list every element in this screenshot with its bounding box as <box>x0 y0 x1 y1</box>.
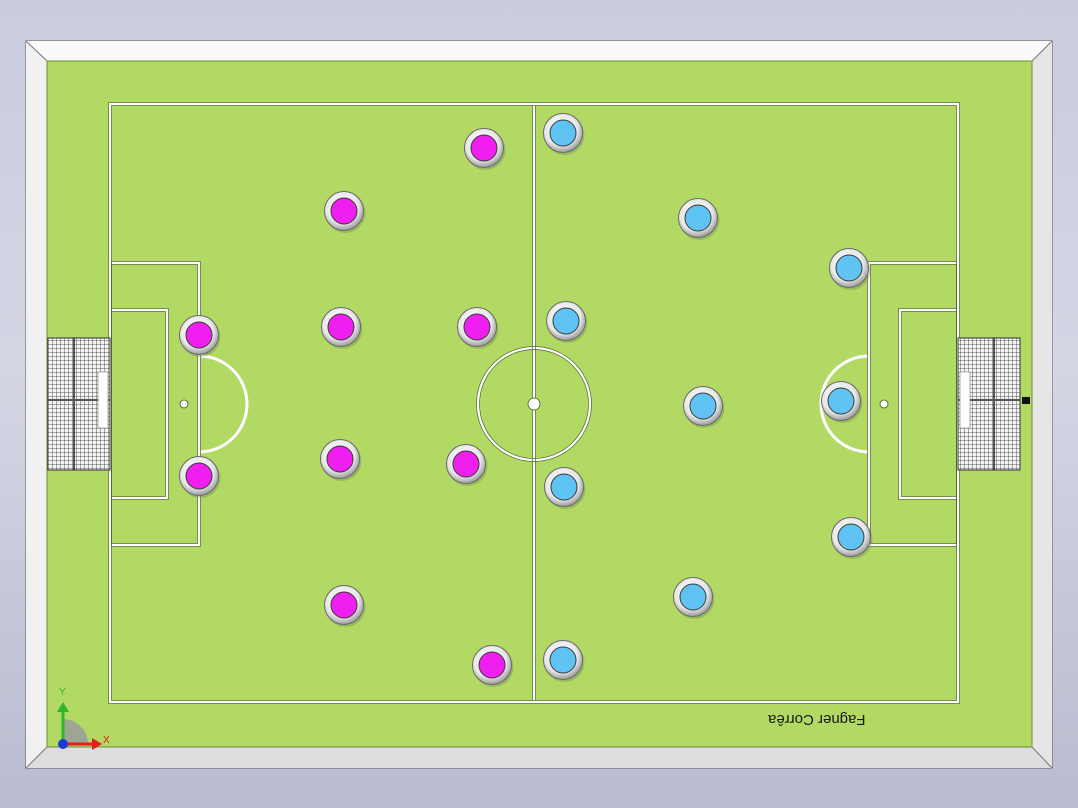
team-left-players <box>179 128 514 688</box>
team-left-player-2[interactable] <box>324 191 366 234</box>
team-right-player-9[interactable] <box>673 577 715 620</box>
left-penalty-arc <box>198 354 249 454</box>
team-right-player-10[interactable] <box>543 640 585 683</box>
center-spot <box>527 397 541 411</box>
team-left-player-6[interactable] <box>179 456 221 499</box>
team-left-player-5[interactable] <box>457 307 499 350</box>
team-left-player-3[interactable] <box>179 315 221 358</box>
team-left-player-1[interactable] <box>464 128 506 171</box>
team-left-player-7[interactable] <box>320 439 362 482</box>
axis-triad <box>57 702 102 750</box>
team-right-player-4[interactable] <box>546 301 588 344</box>
team-left-player-4[interactable] <box>321 307 363 350</box>
center-circle <box>476 346 592 462</box>
author-signature: Fagner Corrêa <box>768 711 866 728</box>
team-right-player-5[interactable] <box>683 386 725 429</box>
left-goal <box>47 337 111 471</box>
team-left-player-9[interactable] <box>324 585 366 628</box>
team-right-player-3[interactable] <box>829 248 871 291</box>
x-axis-label: X <box>103 735 110 746</box>
team-left-player-8[interactable] <box>446 444 488 487</box>
right-goal <box>957 337 1030 471</box>
team-right-player-2[interactable] <box>678 198 720 241</box>
team-left-player-10[interactable] <box>472 645 514 688</box>
y-axis-label: Y <box>59 687 66 698</box>
axis-origin <box>58 739 68 749</box>
team-right-player-7[interactable] <box>544 467 586 510</box>
team-right-players <box>543 113 873 683</box>
axis-arc <box>63 719 88 744</box>
team-right-player-8[interactable] <box>831 517 873 560</box>
right-penalty-arc <box>819 354 870 454</box>
team-right-player-1[interactable] <box>543 113 585 156</box>
team-right-player-6[interactable] <box>821 381 863 424</box>
left-penalty-spot <box>179 399 189 409</box>
right-penalty-spot <box>879 399 889 409</box>
